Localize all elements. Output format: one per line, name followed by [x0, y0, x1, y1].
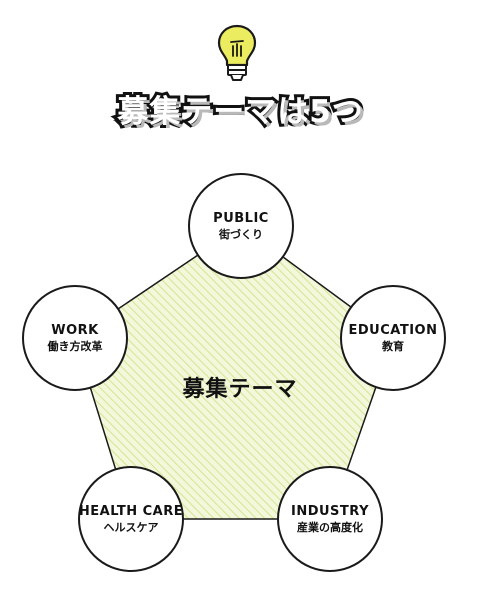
theme-node-education: EDUCATION 教育: [340, 285, 446, 391]
theme-node-label-en: HEALTH CARE: [78, 504, 184, 519]
theme-node-label-en: EDUCATION: [348, 323, 438, 338]
theme-node-label-jp: 街づくり: [219, 228, 263, 241]
theme-node-label-jp: ヘルスケア: [103, 521, 159, 534]
theme-node-industry: INDUSTRY 産業の高度化: [277, 466, 383, 572]
page-title: 募集テーマは5つ: [114, 91, 366, 133]
theme-node-label-jp: 教育: [382, 340, 404, 353]
theme-node-label-jp: 産業の高度化: [297, 521, 363, 534]
theme-node-public: PUBLIC 街づくり: [188, 173, 294, 279]
theme-node-label-en: WORK: [51, 323, 99, 338]
center-label: 募集テーマ: [182, 377, 298, 402]
light-bulb-icon: [217, 24, 257, 81]
theme-node-label-en: PUBLIC: [213, 211, 269, 226]
theme-node-health-care: HEALTH CARE ヘルスケア: [78, 466, 184, 572]
theme-node-label-en: INDUSTRY: [290, 504, 369, 519]
theme-node-work: WORK 働き方改革: [22, 285, 128, 391]
theme-node-label-jp: 働き方改革: [47, 340, 103, 353]
